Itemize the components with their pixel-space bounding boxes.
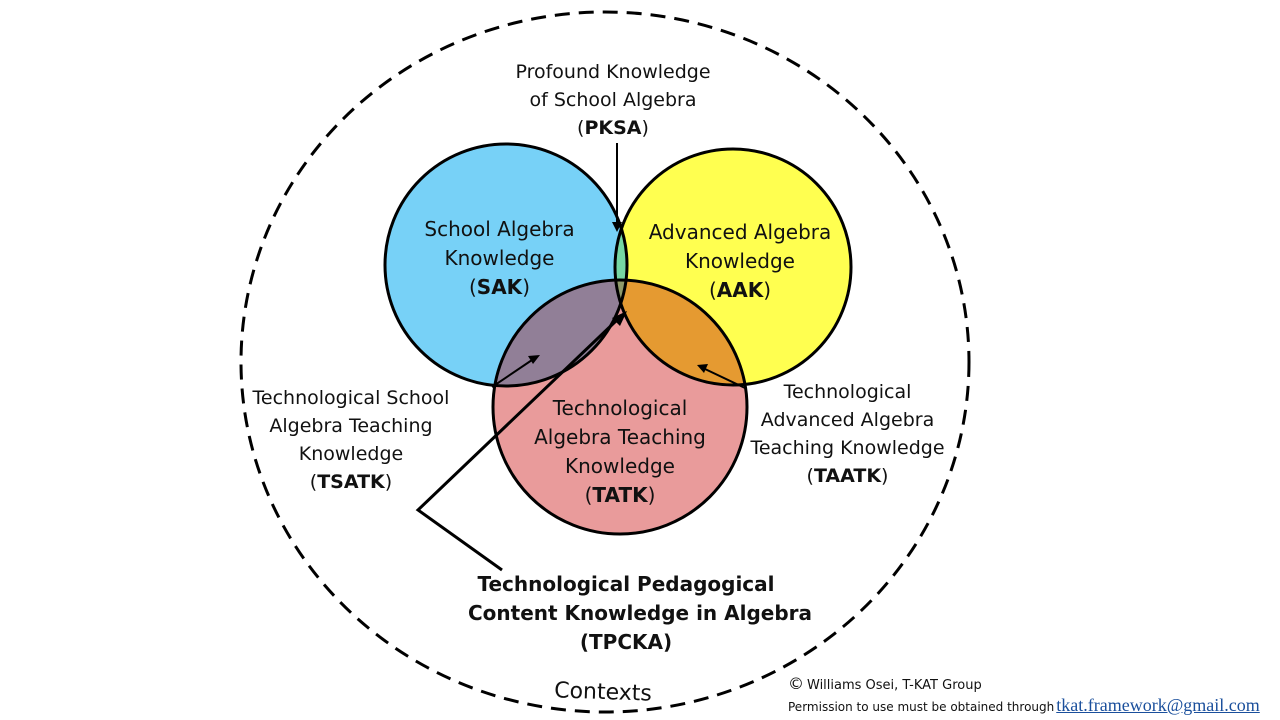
taatk-arrow-head: [697, 364, 708, 373]
tatk-abbr: TATK: [592, 483, 648, 507]
aak-line1: Advanced Algebra: [648, 220, 832, 244]
copyright-text: Williams Osei, T-KAT Group: [807, 678, 982, 693]
copyright-line: ©Williams Osei, T-KAT Group: [788, 674, 982, 693]
aak-abbr: AAK: [716, 278, 764, 302]
pksa-line2: of School Algebra: [529, 89, 697, 111]
tsatk-line1: Technological School: [252, 387, 450, 409]
tatk-label: Technological Algebra Teaching Knowledge…: [522, 394, 718, 510]
sak-abbr: SAK: [476, 275, 523, 299]
pksa-arrow-head: [612, 222, 622, 232]
taatk-line3: Teaching Knowledge: [750, 437, 945, 459]
pksa-line1: Profound Knowledge: [515, 61, 711, 83]
tatk-outline: [491, 278, 749, 536]
sak-open: (: [468, 275, 477, 299]
aak-close: ): [763, 278, 772, 302]
tpcka-line3: (TPCKA): [579, 630, 673, 654]
aak-line2: Knowledge: [685, 249, 795, 273]
tatk-line3: Knowledge: [565, 454, 675, 478]
taatk-line1: Technological: [783, 381, 912, 403]
sak-tatk-overlap: [493, 280, 627, 386]
tsatk-close: ): [384, 471, 393, 493]
contexts-circle: [239, 10, 971, 714]
sak-line1: School Algebra: [424, 217, 575, 241]
tpcka-label: Technological Pedagogical Content Knowle…: [468, 570, 813, 657]
sak-outline: [383, 142, 629, 388]
aak-outline: [613, 147, 853, 387]
taatk-close: ): [881, 465, 889, 487]
tsatk-open: (: [309, 471, 318, 493]
tsatk-abbr: TSATK: [317, 471, 385, 493]
contexts-label: Contexts: [553, 678, 653, 707]
taatk-abbr: TAATK: [813, 465, 882, 487]
permission-line: Permission to use must be obtained throu…: [788, 695, 1260, 716]
email-link[interactable]: tkat.framework@gmail.com: [1056, 695, 1260, 715]
copyright-symbol: ©: [788, 674, 804, 693]
aak-tatk-overlap: [615, 280, 747, 385]
taatk-label: Technological Advanced Algebra Teaching …: [745, 378, 950, 490]
pksa-label: Profound Knowledge of School Algebra (PK…: [503, 58, 723, 142]
tatk-open: (: [584, 483, 593, 507]
tpcka-line1: Technological Pedagogical: [477, 572, 775, 596]
tpcka-leader-line: [415, 318, 619, 572]
pksa-open: (: [577, 117, 585, 139]
taatk-arrow-line: [704, 368, 746, 389]
tpcka-line2: Content Knowledge in Algebra: [468, 601, 813, 625]
tsatk-arrow-line: [491, 359, 533, 388]
taatk-open: (: [806, 465, 814, 487]
sak-label: School Algebra Knowledge (SAK): [407, 215, 592, 302]
aak-open: (: [708, 278, 717, 302]
tsatk-line2: Algebra Teaching: [269, 415, 433, 437]
pksa-close: ): [641, 117, 649, 139]
taatk-line2: Advanced Algebra: [760, 409, 935, 431]
tsatk-arrow-head: [528, 355, 540, 364]
tsatk-label: Technological School Algebra Teaching Kn…: [244, 384, 458, 496]
tpcka-arrow-head: [612, 311, 627, 326]
pksa-abbr: PKSA: [584, 117, 642, 139]
tatk-line2: Algebra Teaching: [534, 425, 706, 449]
sak-line2: Knowledge: [444, 246, 555, 270]
aak-label: Advanced Algebra Knowledge (AAK): [640, 218, 840, 305]
sak-close: ): [522, 275, 530, 299]
tatk-line1: Technological: [552, 396, 688, 420]
permission-text: Permission to use must be obtained throu…: [788, 700, 1055, 714]
tatk-close: ): [647, 483, 656, 507]
tsatk-line3: Knowledge: [298, 443, 404, 465]
